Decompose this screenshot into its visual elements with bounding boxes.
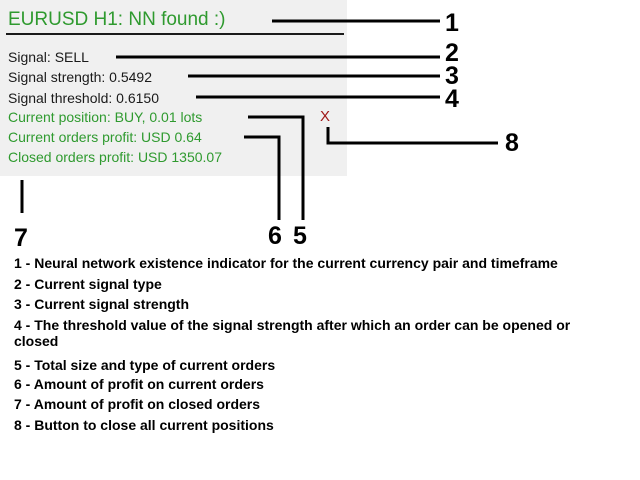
callout-line-5 — [248, 115, 305, 220]
legend-item-1: 1 - Neural network existence indicator f… — [14, 255, 558, 271]
callout-line-8 — [326, 127, 498, 145]
callout-number-2: 2 — [445, 39, 459, 67]
signal-type-text: Signal: SELL — [8, 49, 89, 65]
current-profit-text: Current orders profit: USD 0.64 — [8, 129, 202, 145]
panel-title: EURUSD H1: NN found :) — [8, 9, 226, 30]
legend-item-3: 3 - Current signal strength — [14, 296, 190, 312]
legend-item-4: 4 - The threshold value of the signal st… — [14, 317, 571, 349]
signal-threshold-text: Signal threshold: 0.6150 — [8, 90, 159, 106]
legend-item-7: 7 - Amount of profit on closed orders — [14, 396, 261, 412]
legend-item-8: 8 - Button to close all current position… — [14, 417, 274, 433]
closed-profit-text: Closed orders profit: USD 1350.07 — [8, 149, 222, 165]
callout-number-5: 5 — [293, 222, 307, 250]
signal-strength-text: Signal strength: 0.5492 — [8, 69, 152, 85]
callout-line-6 — [244, 135, 281, 220]
close-all-positions-button[interactable]: X — [320, 108, 331, 125]
callout-number-1: 1 — [445, 9, 459, 37]
callout-number-6: 6 — [268, 222, 282, 250]
current-position-text: Current position: BUY, 0.01 lots — [8, 109, 203, 125]
callout-number-7: 7 — [14, 224, 28, 252]
indicator-panel — [0, 0, 347, 176]
callout-number-8: 8 — [505, 129, 519, 157]
title-underline — [6, 33, 344, 35]
callout-number-3: 3 — [445, 62, 459, 90]
legend-item-6: 6 - Amount of profit on current orders — [14, 376, 264, 392]
callout-number-4: 4 — [445, 85, 459, 113]
legend-item-5: 5 - Total size and type of current order… — [14, 357, 276, 373]
legend-item-2: 2 - Current signal type — [14, 276, 162, 292]
